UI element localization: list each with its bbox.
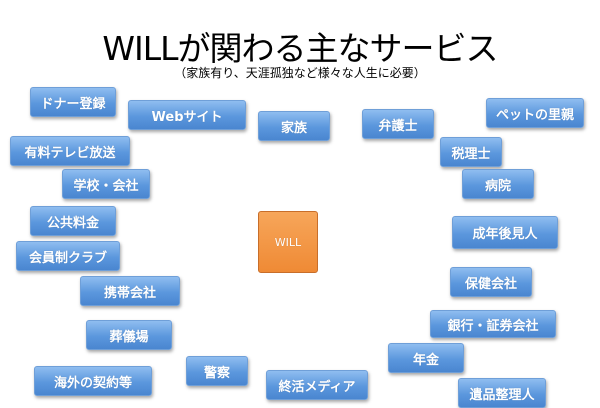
service-guardian: 成年後見人 [452,216,558,249]
service-estate-organizer: 遺品整理人 [458,378,546,408]
service-funeral-hall: 葬儀場 [86,320,172,350]
service-overseas-contracts: 海外の契約等 [34,366,152,396]
service-tax-accountant: 税理士 [440,137,502,167]
service-website: Webサイト [128,100,246,130]
service-police: 警察 [186,356,248,386]
service-members-club: 会員制クラブ [16,241,120,271]
service-bank-securities: 銀行・証券会社 [430,310,556,338]
subtitle: （家族有り、天涯孤独など様々な人生に必要） [174,66,426,80]
service-utilities: 公共料金 [30,206,116,236]
service-insurance: 保健会社 [450,267,532,297]
service-mobile-carrier: 携帯会社 [80,276,180,306]
service-school-company: 学校・会社 [62,169,150,199]
service-end-of-life-media: 終活メディア [266,370,368,400]
service-donor: ドナー登録 [30,87,116,117]
service-family: 家族 [258,111,330,141]
service-pension: 年金 [388,343,464,373]
page-title: WILLが関わる主なサービス [102,29,498,68]
service-lawyer: 弁護士 [362,109,434,139]
service-pay-tv: 有料テレビ放送 [10,136,130,166]
service-hospital: 病院 [462,169,534,199]
service-pet-foster: ペットの里親 [486,98,584,128]
will-center-node: WILL [258,211,318,273]
